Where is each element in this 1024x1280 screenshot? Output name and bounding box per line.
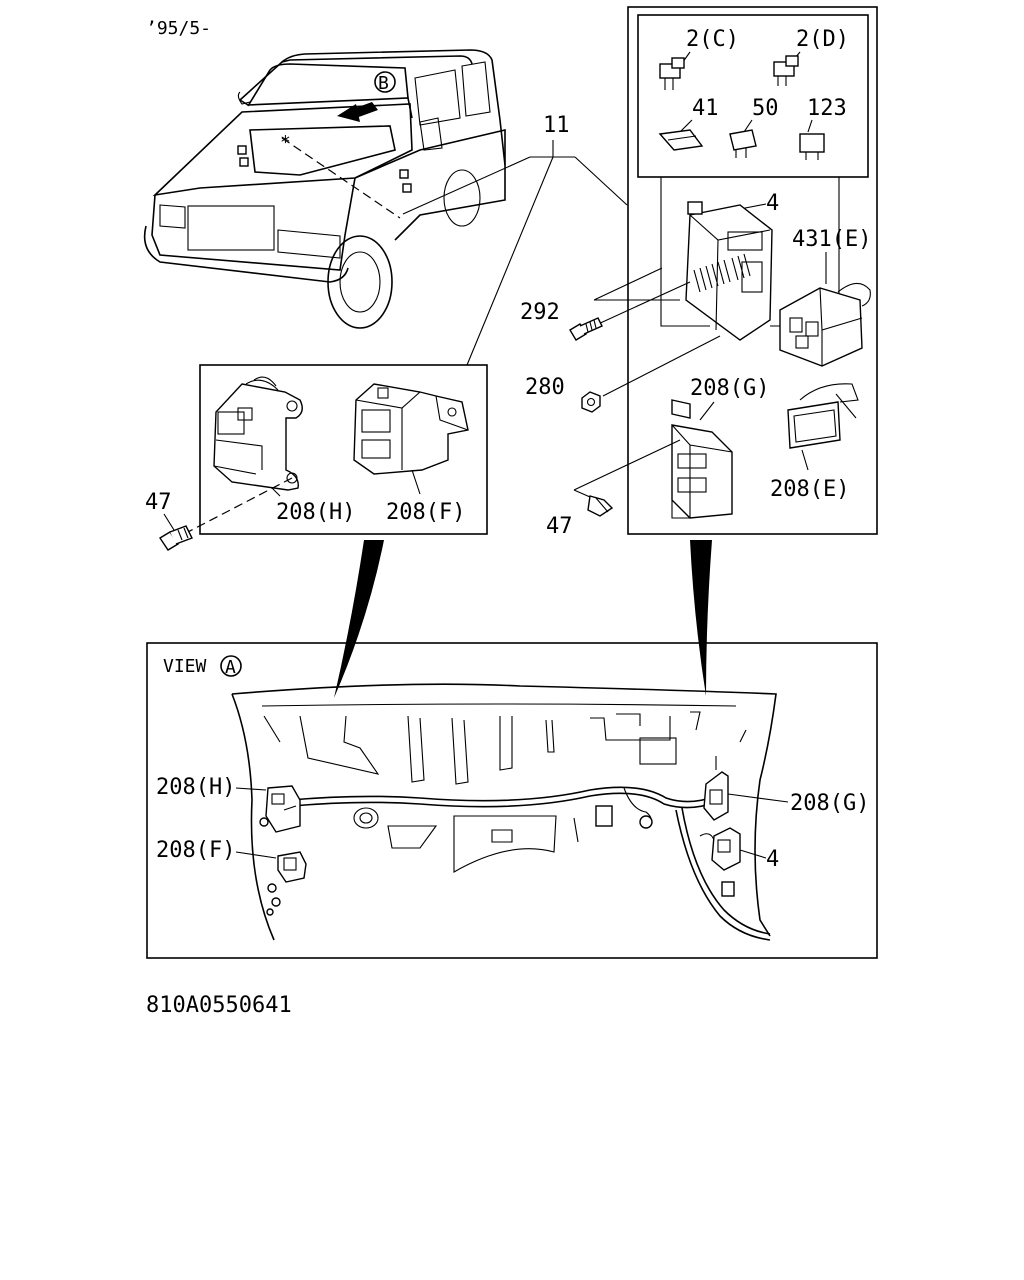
fuse-box-4-view [699, 827, 741, 897]
date-code: ’95/5- [146, 18, 211, 39]
bracket-208h [213, 376, 303, 491]
view-a-label: VIEW [163, 656, 207, 677]
callout-11-leaders: 11 [402, 113, 628, 366]
callout-47-right: 47 [546, 514, 573, 539]
nut-280 [581, 391, 601, 413]
callout-431e: 431(E) [792, 227, 871, 252]
view-a-panel: VIEW A [146, 642, 878, 959]
callout-292: 292 [520, 300, 560, 325]
callout-2d: 2(D) [796, 27, 849, 52]
fuse-relay-box-4 [685, 201, 773, 341]
callout-208h-view: 208(H) [156, 775, 235, 800]
view-a-letter: A [225, 657, 236, 678]
pointer-wedge-left [334, 540, 384, 698]
relay-2c [659, 57, 685, 90]
callout-11: 11 [543, 113, 570, 138]
callout-208f-view: 208(F) [156, 838, 235, 863]
bolt-292 [569, 317, 603, 341]
vehicle-illustration: * [143, 49, 506, 329]
fuse-50 [729, 129, 757, 158]
svg-text:*: * [280, 132, 291, 153]
bracket-208h-view [259, 785, 301, 833]
view-b-arrow: B [337, 71, 396, 122]
callout-208h-top: 208(H) [276, 500, 355, 525]
bracket-208g [671, 399, 733, 519]
bracket-208e [787, 383, 859, 449]
relay-2d [773, 55, 799, 86]
callout-208e: 208(E) [770, 477, 849, 502]
callout-41: 41 [692, 96, 719, 121]
callout-4-view: 4 [766, 847, 779, 872]
bracket-208g-view [703, 756, 729, 821]
callout-47-left: 47 [145, 490, 172, 515]
fuse-123 [799, 133, 825, 160]
bracket-208f-view [266, 851, 307, 916]
callout-208g-top: 208(G) [690, 376, 769, 401]
callout-208f-top: 208(F) [386, 500, 465, 525]
bolt-47-left [159, 525, 193, 551]
callout-4-top: 4 [766, 191, 779, 216]
view-b-letter: B [378, 73, 389, 94]
fuse-box-parts-panel: 2(C) 2(D) 41 50 123 [573, 6, 878, 535]
bracket-panel-left: 208(H) 208(F) [183, 364, 488, 535]
connector-431e [779, 282, 871, 367]
bracket-208f [353, 383, 469, 475]
callout-123: 123 [807, 96, 847, 121]
callout-280: 280 [525, 375, 565, 400]
callout-208g-view: 208(G) [790, 791, 869, 816]
drawing-number: 810A0550641 [146, 993, 292, 1018]
pointer-wedge-right [690, 540, 712, 696]
callout-50: 50 [752, 96, 779, 121]
callout-2c: 2(C) [686, 27, 739, 52]
fuse-puller-41 [658, 129, 704, 151]
bolt-47-right [587, 495, 614, 517]
